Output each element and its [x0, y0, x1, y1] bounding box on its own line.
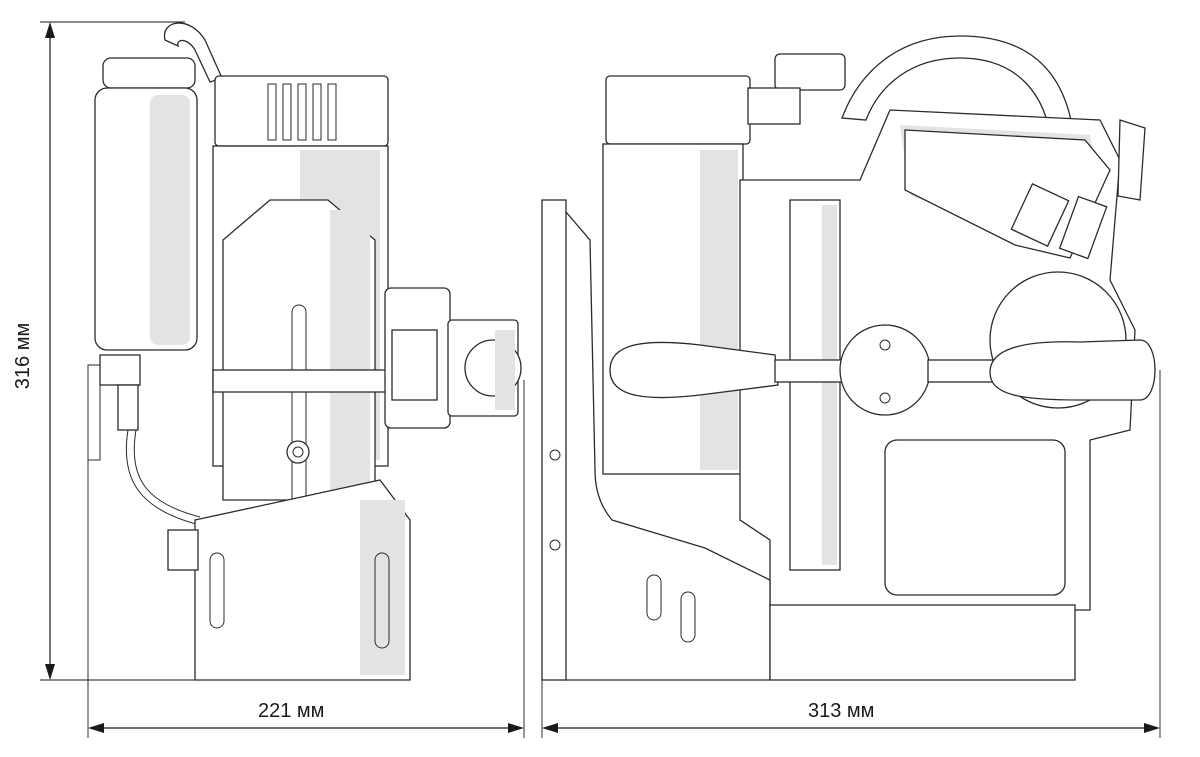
front-width-dimension: [541, 370, 1161, 738]
adjust-screw-icon: [286, 440, 310, 464]
height-dimension: [40, 21, 200, 681]
arrow-up-icon: [45, 22, 55, 38]
tank-cap: [102, 57, 196, 89]
base-slot: [680, 591, 696, 643]
arrow-right-icon: [508, 723, 524, 733]
top-cap: [774, 53, 846, 91]
height-label: 316 мм: [12, 322, 34, 390]
magnet-block: [769, 604, 1076, 681]
handle-opening: [904, 129, 1111, 259]
magnetic-base: [194, 479, 411, 681]
motor-connector: [747, 87, 801, 125]
cable-gland: [1117, 119, 1146, 201]
base-stub: [167, 529, 199, 571]
arrow-left-icon: [88, 723, 104, 733]
handle-bar-right: [927, 359, 994, 383]
side-width-label: 221 мм: [258, 700, 325, 722]
arrow-right-icon: [1144, 723, 1160, 733]
arrow-down-icon: [45, 664, 55, 680]
front-view: [541, 35, 1156, 681]
arrow-left-icon: [542, 723, 558, 733]
magnet-window: [884, 439, 1066, 596]
feed-shaft: [212, 369, 389, 393]
motor-top: [214, 75, 389, 147]
side-clip: [87, 364, 101, 461]
valve-block: [99, 354, 141, 386]
screw-icon: [879, 339, 891, 351]
feed-handle-right: [989, 339, 1156, 401]
coolant-hose: [125, 429, 201, 526]
base-slot-right: [374, 552, 390, 649]
valve-stem: [117, 384, 139, 431]
base-slot: [646, 574, 662, 621]
bolt-icon: [549, 449, 561, 461]
base-edge: [541, 199, 567, 681]
motor-top-front: [605, 75, 751, 145]
screw-icon: [879, 392, 891, 404]
switch-box: [1010, 183, 1070, 247]
front-width-label: 313 мм: [808, 700, 875, 722]
side-view: [87, 22, 522, 681]
vent-slots: [267, 83, 337, 141]
feed-hub: [839, 324, 931, 416]
handle-bar-left: [774, 359, 848, 383]
hub-block: [391, 329, 438, 401]
base-slot-left: [209, 552, 225, 629]
switch-box: [1058, 195, 1108, 260]
bolt-icon: [549, 539, 561, 551]
